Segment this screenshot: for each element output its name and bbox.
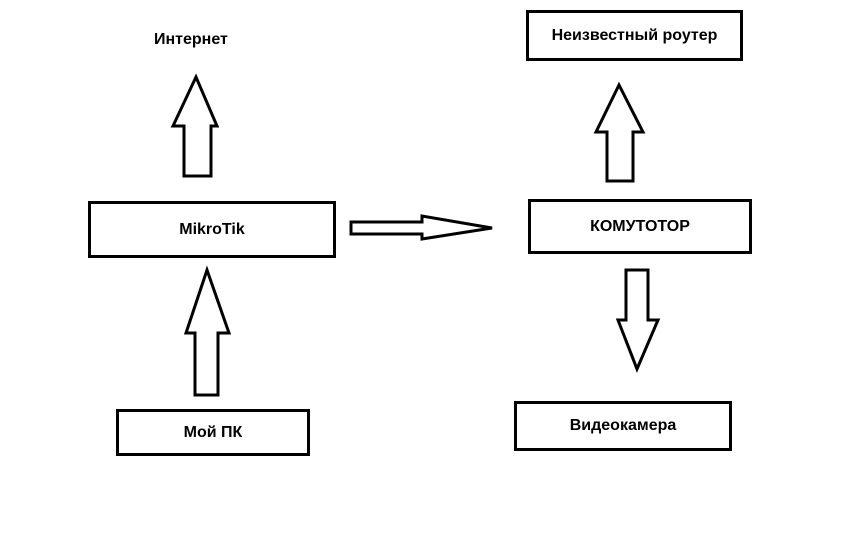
arrow-mikrotik-to-internet [170, 73, 220, 178]
arrow-switch-to-camera [615, 268, 661, 373]
arrow-pc-to-mikrotik [183, 265, 232, 397]
my-pc-label: Мой ПК [183, 423, 243, 441]
mikrotik-node: MikroTik [88, 201, 336, 258]
unknown-router-label: Неизвестный роутер [551, 26, 718, 44]
my-pc-node: Мой ПК [116, 409, 310, 456]
switch-node: КОМУТОТОР [528, 199, 752, 254]
internet-label: Интернет [154, 31, 228, 48]
unknown-router-node: Неизвестный роутер [526, 10, 743, 61]
arrow-mikrotik-to-switch [349, 214, 493, 241]
camera-label: Видеокамера [569, 417, 677, 434]
mikrotik-label: MikroTik [179, 220, 245, 238]
camera-node: Видеокамера [514, 401, 732, 451]
arrow-switch-to-router [593, 81, 646, 183]
switch-label: КОМУТОТОР [590, 217, 690, 235]
